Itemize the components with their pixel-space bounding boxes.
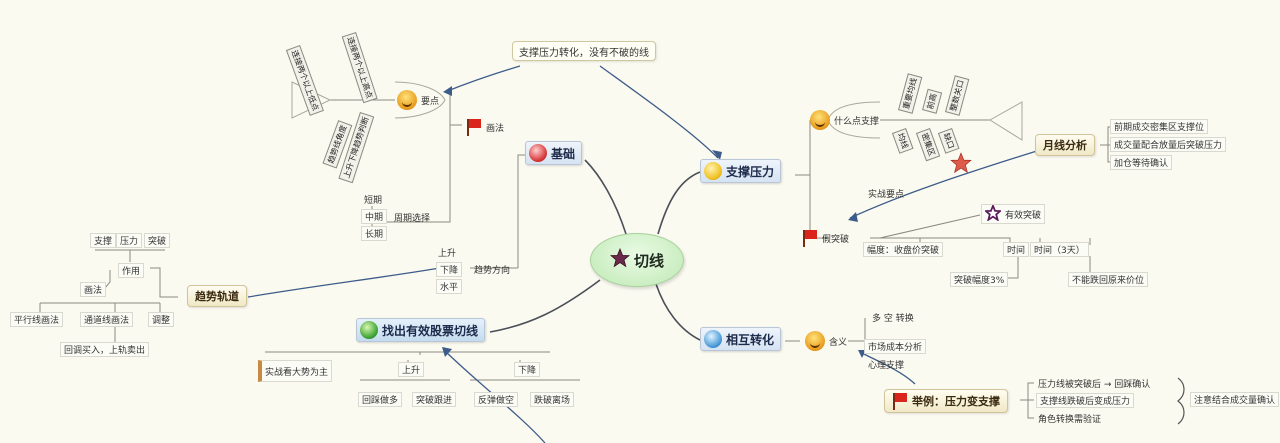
practice-group-label[interactable]: 上升 xyxy=(398,362,425,377)
valid-break-detail[interactable]: 突破幅度3% xyxy=(950,272,1009,287)
practice-item[interactable]: 突破跟进 xyxy=(412,392,457,407)
branch-basic-label: 基础 xyxy=(551,146,576,161)
valid-break-detail[interactable]: 不能跌回原来价位 xyxy=(1068,272,1149,287)
channel-top-item[interactable]: 支撑 xyxy=(90,233,117,248)
fishbone-bone: 连接两个以上低点 xyxy=(285,45,324,116)
channel-method-item[interactable]: 平行线画法 xyxy=(10,312,64,327)
false-break-label: 假突破 xyxy=(822,234,850,245)
direction-item[interactable]: 水平 xyxy=(436,279,463,294)
breakout-key-label: 实战要点 xyxy=(868,189,905,200)
support-fishbone-head[interactable]: 什么点支撑 xyxy=(808,110,881,130)
channel-method[interactable]: 画法 xyxy=(80,282,107,297)
monthly-item[interactable]: 成交量配合放量后突破压力 xyxy=(1110,137,1227,152)
cycle-item[interactable]: 中期 xyxy=(361,209,388,224)
fishbone-bone: 整数关口 xyxy=(945,75,970,116)
transform-item[interactable]: 心理支撑 xyxy=(868,360,905,371)
channel-apply[interactable]: 作用 xyxy=(118,263,145,278)
blue-ball-icon xyxy=(704,330,722,348)
callout-text: 支撑压力转化，没有不破的线 xyxy=(519,47,649,59)
green-ball-icon xyxy=(360,321,378,339)
example-item[interactable]: 压力线被突破后 → 回踩确认 xyxy=(1038,379,1151,390)
monthly-analysis-node[interactable]: 月线分析 xyxy=(1035,134,1095,156)
branch-trend-channel[interactable]: 趋势轨道 xyxy=(187,285,247,307)
cycle-label: 周期选择 xyxy=(394,213,431,224)
smiley-icon xyxy=(810,110,830,130)
channel-method-item[interactable]: 调整 xyxy=(148,312,175,327)
transform-meaning-label: 含义 xyxy=(829,337,848,348)
flag-icon xyxy=(466,118,482,136)
branch-transform-label: 相互转化 xyxy=(726,332,775,347)
example-node[interactable]: 举例：压力变支撑 xyxy=(884,389,1008,413)
valid-break-criterion[interactable]: 时间（3天） xyxy=(1030,242,1089,257)
branch-basic[interactable]: 基础 xyxy=(525,141,583,165)
valid-break-node[interactable]: 有效突破 xyxy=(981,202,1046,224)
branch-support-label: 支撑压力 xyxy=(726,164,775,179)
false-break-node[interactable]: 假突破 xyxy=(800,228,851,248)
valid-break-criterion[interactable]: 幅度：收盘价突破 xyxy=(863,242,944,257)
valid-break-criterion[interactable]: 时间 xyxy=(1003,242,1030,257)
cycle-item[interactable]: 短期 xyxy=(364,196,383,206)
fishbone-bone: 前高 xyxy=(922,88,943,114)
example-item[interactable]: 支撑线跌破后变成压力 xyxy=(1036,393,1135,408)
callout-support-resistance-transform[interactable]: 支撑压力转化，没有不破的线 xyxy=(512,41,656,61)
star-marker-icon xyxy=(950,152,972,178)
star-icon xyxy=(609,247,631,272)
fishbone-bone: 密集区 xyxy=(915,128,941,162)
monthly-analysis-label: 月线分析 xyxy=(1043,139,1087,152)
flag-icon xyxy=(892,392,908,410)
branch-practice-label: 找出有效股票切线 xyxy=(382,323,479,338)
central-topic[interactable]: 切线 xyxy=(590,233,684,287)
fishbone-bone: 连接两个以上高点 xyxy=(341,32,378,104)
monthly-item[interactable]: 前期成交密集区支撑位 xyxy=(1110,119,1209,134)
smiley-icon xyxy=(805,331,825,351)
monthly-item[interactable]: 加仓等待确认 xyxy=(1110,155,1173,170)
branch-mutual-transform[interactable]: 相互转化 xyxy=(700,327,782,351)
branch-support-resistance[interactable]: 支撑压力 xyxy=(700,159,782,183)
channel-method-item[interactable]: 通道线画法 xyxy=(80,312,134,327)
branch-practice[interactable]: 找出有效股票切线 xyxy=(356,318,486,342)
direction-item[interactable]: 上升 xyxy=(438,248,457,259)
central-topic-label: 切线 xyxy=(633,251,664,270)
basic-fishbone-label: 要点 xyxy=(421,96,440,107)
fishbone-bone: 重要均线 xyxy=(898,73,923,114)
basic-flag-node[interactable]: 画法 xyxy=(464,118,506,136)
channel-sub-item[interactable]: 回调买入，上轨卖出 xyxy=(60,342,150,357)
branch-trend-channel-label: 趋势轨道 xyxy=(195,290,239,303)
star-outline-icon xyxy=(983,202,1003,224)
direction-item[interactable]: 下降 xyxy=(436,262,463,277)
valid-break-label: 有效突破 xyxy=(1005,210,1042,221)
direction-label: 趋势方向 xyxy=(474,265,511,276)
practice-group-label[interactable]: 下降 xyxy=(514,362,541,377)
red-ball-icon xyxy=(529,144,547,162)
example-item[interactable]: 角色转换需验证 xyxy=(1038,414,1102,425)
smiley-icon xyxy=(397,90,417,110)
flag-icon xyxy=(802,229,818,247)
practice-item[interactable]: 跌破离场 xyxy=(530,392,575,407)
basic-flag-label: 画法 xyxy=(486,123,505,134)
practice-item[interactable]: 回踩做多 xyxy=(358,392,403,407)
practice-item[interactable]: 反弹做空 xyxy=(474,392,519,407)
example-label: 举例：压力变支撑 xyxy=(912,395,1000,408)
fishbone-bone: 均线 xyxy=(891,128,914,154)
support-fishbone-label: 什么点支撑 xyxy=(834,116,880,127)
transform-meaning-node[interactable]: 含义 xyxy=(803,331,849,351)
transform-item[interactable]: 市场成本分析 xyxy=(864,339,927,354)
cycle-item[interactable]: 长期 xyxy=(361,226,388,241)
channel-top-item[interactable]: 突破 xyxy=(144,233,171,248)
practice-callout[interactable]: 实战看大势为主 xyxy=(258,360,333,382)
channel-top-item[interactable]: 压力 xyxy=(116,233,143,248)
yellow-ball-icon xyxy=(704,162,722,180)
fishbone-bone: 缺口 xyxy=(937,128,960,154)
transform-item[interactable]: 多 空 转换 xyxy=(872,313,914,324)
example-note[interactable]: 注意结合成交量确认 xyxy=(1190,392,1280,407)
basic-fishbone-head[interactable]: 要点 xyxy=(395,90,441,110)
